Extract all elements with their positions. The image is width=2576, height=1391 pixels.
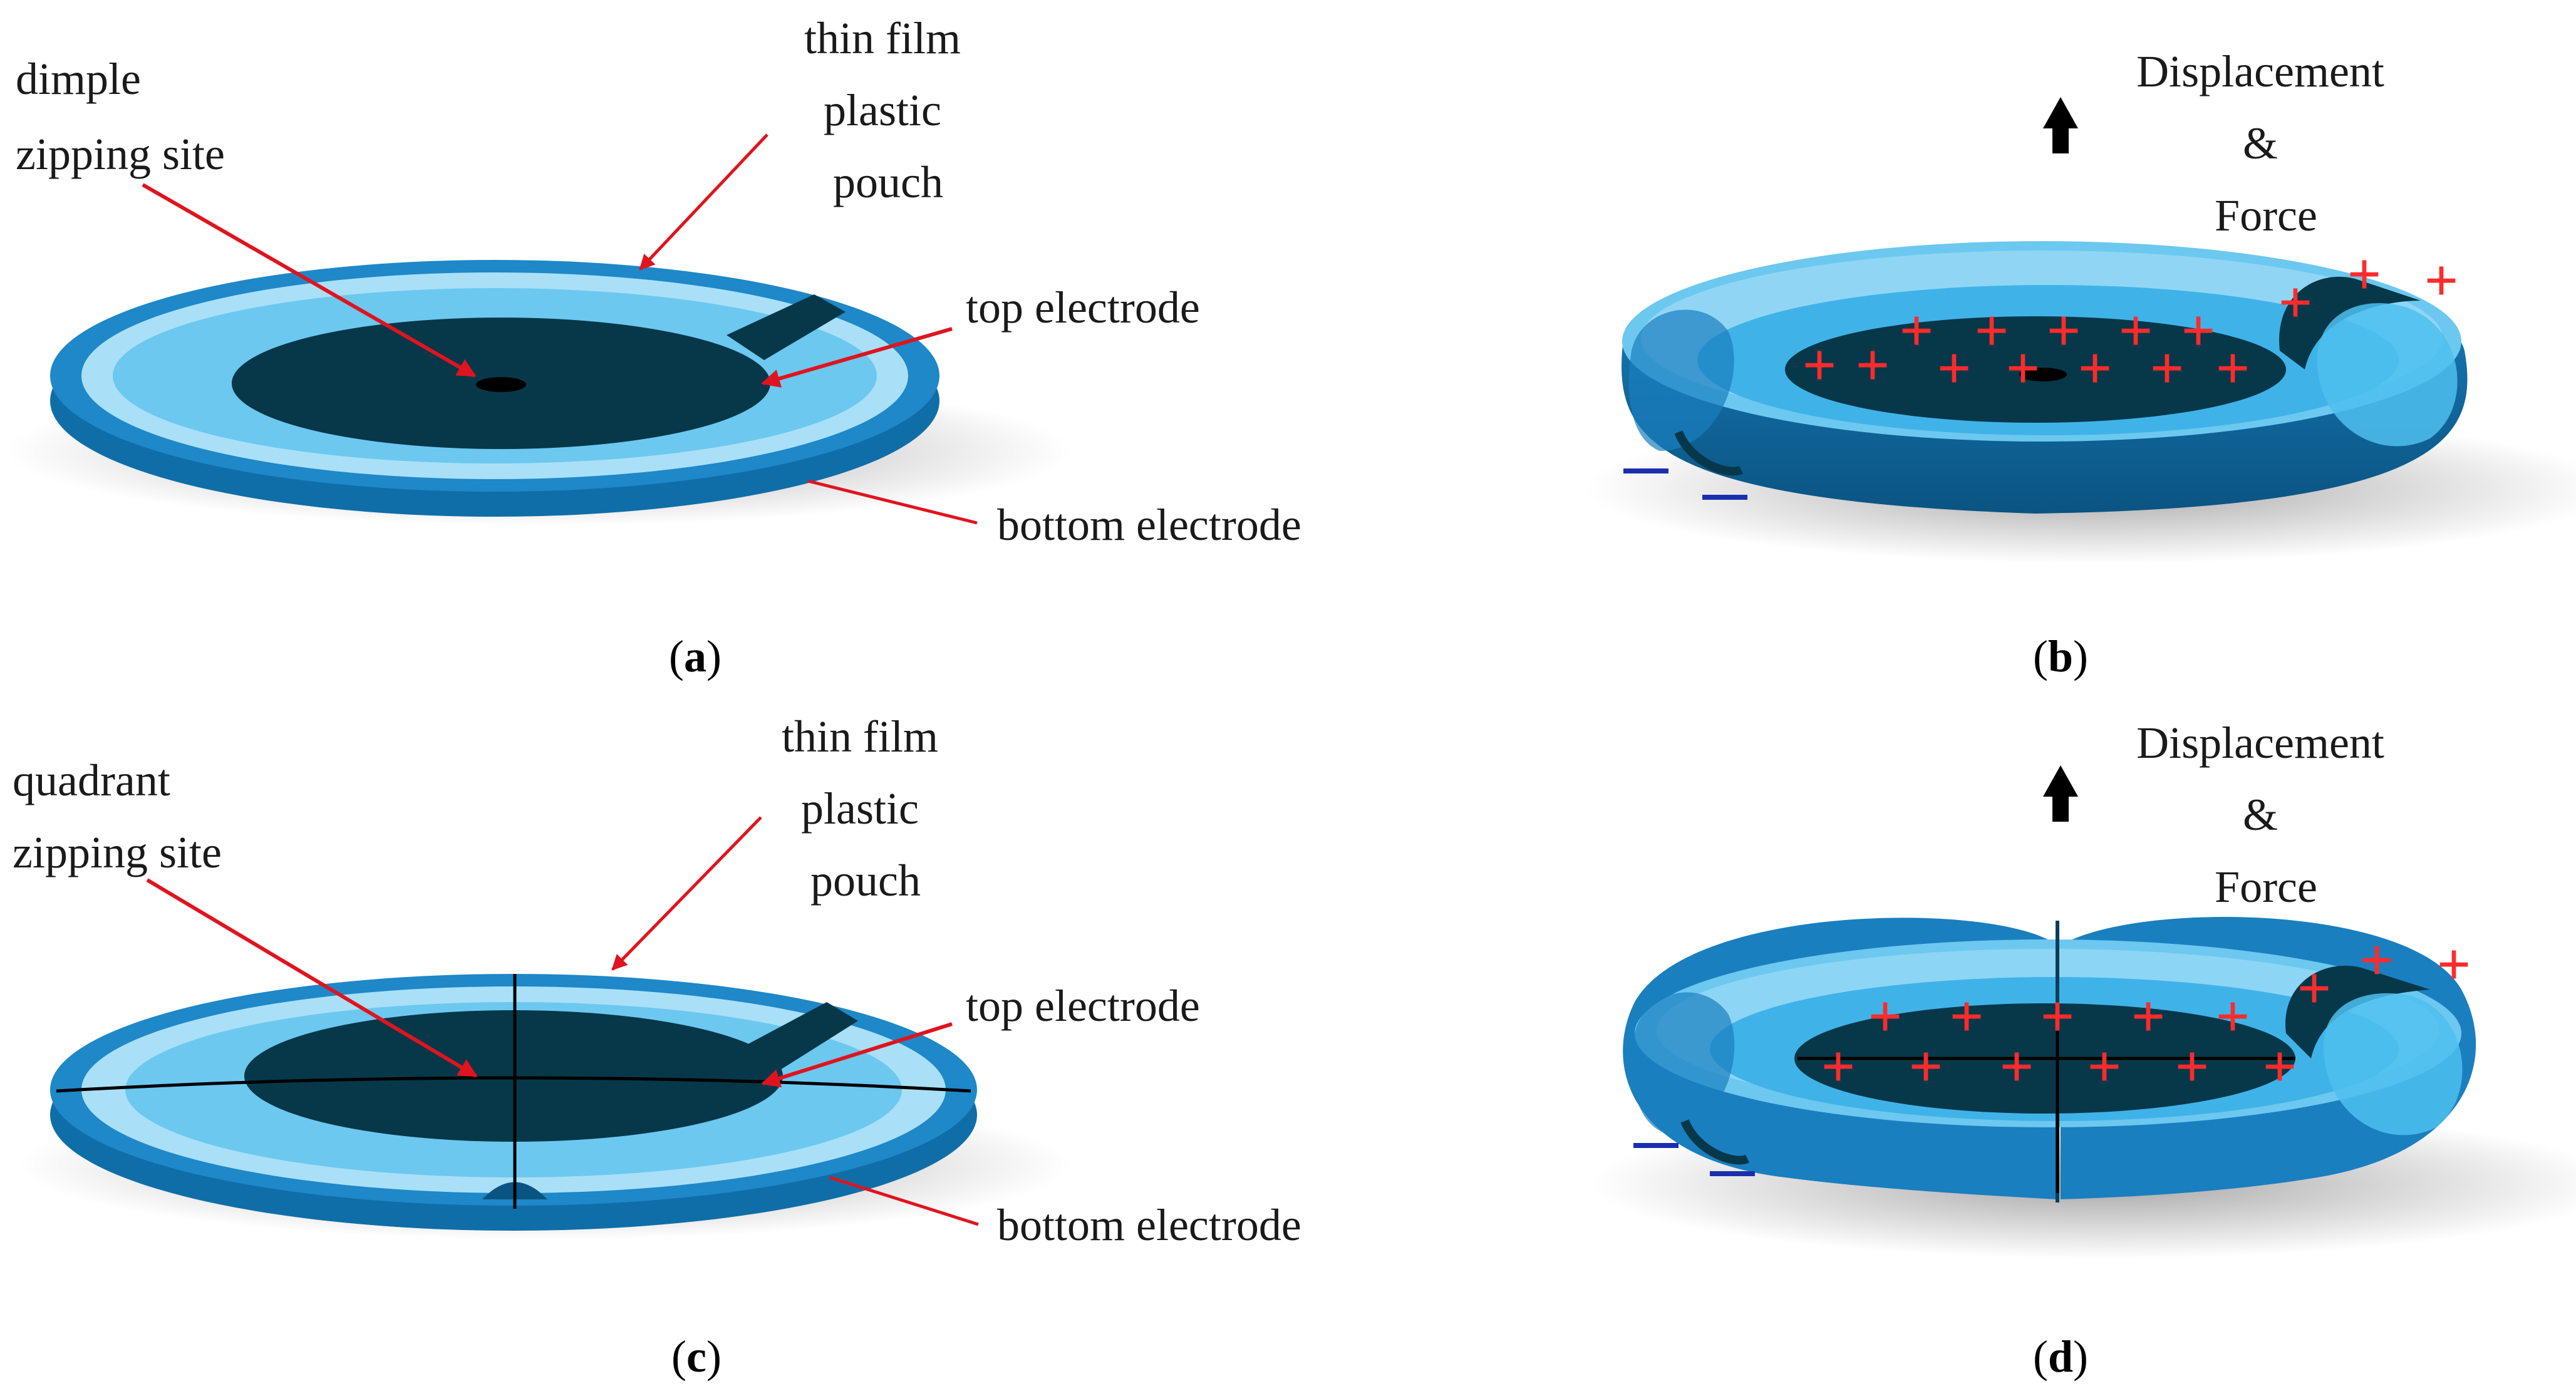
plus-sign: + [2263, 1033, 2297, 1100]
minus-sign [1710, 1171, 1755, 1176]
plus-sign: + [2347, 240, 2382, 308]
plus-sign: + [2181, 297, 2216, 364]
caption-b: (b) [2033, 631, 2088, 681]
label-pouch: thin film plastic pouch [782, 711, 949, 906]
dimple-zipping-site [476, 377, 526, 392]
plus-sign: + [1909, 1033, 1943, 1100]
plus-sign: + [2150, 334, 2185, 401]
plus-sign: + [1950, 983, 1984, 1050]
plus-sign: + [2000, 1033, 2034, 1100]
plus-sign: + [2175, 1033, 2210, 1100]
label-pouch: thin film plastic pouch [804, 13, 972, 207]
leader-pouch [639, 133, 768, 271]
plus-sign: + [2041, 983, 2075, 1050]
label-top-electrode: top electrode [966, 282, 1200, 333]
label-zipping-site: quadrant zipping site [13, 755, 222, 877]
top-electrode-tab [2285, 965, 2430, 1058]
up-arrow-icon [2043, 97, 2078, 153]
caption-d: (d) [2033, 1332, 2088, 1382]
plus-sign: + [2119, 297, 2153, 364]
negative-charges [1633, 1143, 1755, 1176]
plus-sign: + [2047, 297, 2081, 364]
negative-charges [1623, 468, 1747, 500]
plus-sign: + [2360, 926, 2394, 993]
leader-bottom-electrode [807, 479, 978, 525]
minus-sign [1623, 468, 1668, 473]
label-displacement-force: Displacement & Force [2136, 46, 2396, 240]
minus-sign [1702, 495, 1747, 500]
leader-dimple [142, 183, 477, 378]
leader-bottom-electrode [829, 1176, 979, 1226]
panel-a: dimple zipping site thin film plastic po… [6, 13, 1301, 681]
label-zipping-site: dimple zipping site [16, 54, 225, 179]
plus-sign: + [1803, 331, 1837, 398]
bulge-left [1632, 992, 1735, 1134]
leader-top-electrode [761, 1022, 953, 1088]
leader-quadrant [146, 878, 478, 1078]
caption-a: (a) [669, 631, 722, 681]
bottom-electrode-edge [1680, 1119, 1750, 1165]
label-bottom-electrode: bottom electrode [997, 500, 1301, 550]
top-electrode-tab [2279, 276, 2421, 370]
panel-d: + + + + + + + + + + + + + + Displacement… [1591, 718, 2576, 1382]
plus-sign: + [2424, 247, 2459, 314]
positive-charges: + + + + + + + + + + + + + + + [1803, 240, 2459, 401]
plus-sign: + [2216, 334, 2250, 401]
leader-pouch [611, 816, 762, 971]
label-bottom-electrode: bottom electrode [997, 1200, 1301, 1250]
plus-sign: + [1900, 297, 1934, 364]
plus-sign: + [1821, 1033, 1856, 1100]
positive-charges: + + + + + + + + + + + + + + [1821, 926, 2471, 1100]
plus-sign: + [2216, 983, 2250, 1050]
minus-sign [1633, 1143, 1679, 1148]
plus-sign: + [2078, 334, 2113, 401]
leader-top-electrode [761, 327, 953, 388]
label-top-electrode: top electrode [966, 981, 1200, 1031]
bulge-left [1628, 309, 1734, 451]
plus-sign: + [1856, 331, 1890, 398]
plus-sign: + [2297, 954, 2332, 1021]
plus-sign: + [2437, 931, 2471, 998]
plus-sign: + [2131, 983, 2166, 1050]
up-arrow-icon [2043, 765, 2078, 822]
panel-c: quadrant zipping site thin film plastic … [13, 711, 1301, 1382]
plus-sign: + [2087, 1033, 2122, 1100]
label-displacement-force: Displacement & Force [2136, 718, 2396, 912]
plus-sign: + [1868, 983, 1903, 1050]
bulge-front [2324, 993, 2463, 1135]
caption-c: (c) [671, 1332, 722, 1382]
plus-sign: + [1937, 334, 1972, 401]
top-electrode-tab [727, 294, 846, 360]
bulge-front [2317, 303, 2458, 447]
plus-sign: + [2006, 334, 2041, 401]
panel-b: + + + + + + + + + + + + + + + Displaceme… [1585, 46, 2576, 681]
dimple-zipping-site [2019, 368, 2067, 381]
plus-sign: + [1975, 297, 2009, 364]
plus-sign: + [2279, 269, 2313, 336]
bottom-electrode-edge [1674, 430, 1744, 476]
